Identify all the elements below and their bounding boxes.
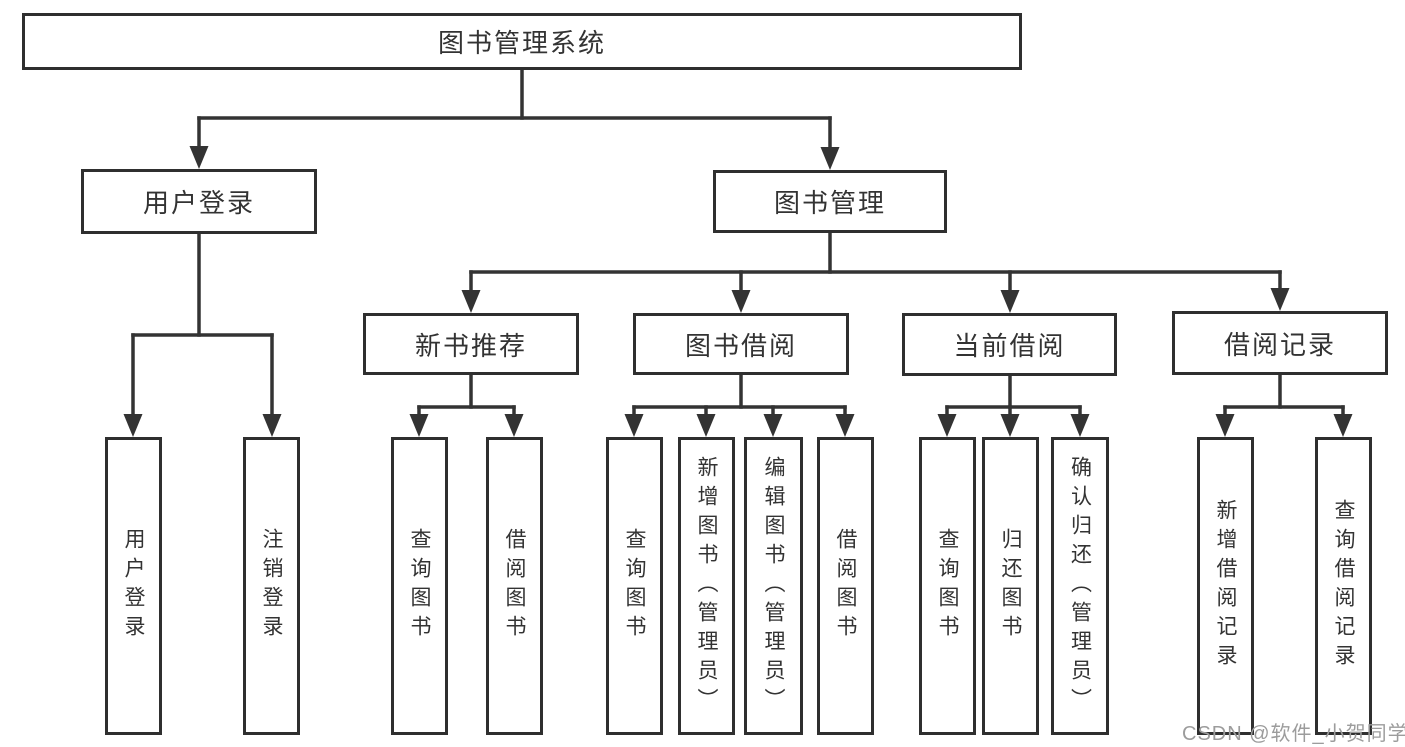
node-book-management: 图书管理 bbox=[713, 170, 947, 233]
leaf-query-borrow-record-label: 查询借阅记录 bbox=[1332, 499, 1355, 673]
node-book-borrow-label: 图书借阅 bbox=[684, 330, 797, 361]
node-user-login-label: 用户登录 bbox=[142, 188, 255, 218]
leaf-query-borrow-record: 查询借阅记录 bbox=[1315, 437, 1372, 735]
leaf-confirm-return-admin-label: 确认归还（管理员） bbox=[1068, 455, 1092, 717]
leaf-return-book: 归还图书 bbox=[982, 437, 1039, 735]
node-current-borrow: 当前借阅 bbox=[902, 313, 1117, 376]
node-current-borrow-label: 当前借阅 bbox=[953, 331, 1066, 361]
leaf-query-books-current-label: 查询图书 bbox=[936, 528, 959, 644]
leaf-add-borrow-record: 新增借阅记录 bbox=[1197, 437, 1254, 735]
node-book-management-label: 图书管理 bbox=[773, 188, 886, 218]
leaf-edit-book-admin: 编辑图书（管理员） bbox=[744, 437, 803, 735]
leaf-user-login: 用户登录 bbox=[105, 437, 162, 735]
leaf-return-book-label: 归还图书 bbox=[999, 528, 1022, 644]
leaf-add-book-admin: 新增图书（管理员） bbox=[678, 437, 735, 735]
leaf-borrow-book: 借阅图书 bbox=[817, 437, 874, 735]
leaf-query-books-current: 查询图书 bbox=[919, 437, 976, 735]
csdn-watermark: CSDN @软件_小贺同学 bbox=[1182, 723, 1405, 745]
node-root: 图书管理系统 bbox=[22, 13, 1022, 70]
leaf-borrow-book-label: 借阅图书 bbox=[834, 528, 857, 644]
leaf-add-book-admin-label: 新增图书（管理员） bbox=[695, 455, 718, 717]
leaf-add-borrow-record-label: 新增借阅记录 bbox=[1214, 499, 1237, 673]
leaf-query-books-borrow-label: 查询图书 bbox=[623, 528, 646, 644]
leaf-user-login-label: 用户登录 bbox=[122, 528, 145, 644]
leaf-query-books-borrow: 查询图书 bbox=[606, 437, 663, 735]
node-new-book-recommend: 新书推荐 bbox=[363, 313, 579, 375]
node-root-label: 图书管理系统 bbox=[437, 28, 606, 58]
leaf-borrow-books-recommend-label: 借阅图书 bbox=[503, 528, 526, 644]
node-user-login: 用户登录 bbox=[81, 169, 317, 234]
leaf-logout-label: 注销登录 bbox=[260, 528, 283, 644]
leaf-query-books-recommend-label: 查询图书 bbox=[408, 528, 431, 644]
leaf-query-books-recommend: 查询图书 bbox=[391, 437, 448, 735]
node-book-borrow: 图书借阅 bbox=[633, 313, 849, 375]
leaf-borrow-books-recommend: 借阅图书 bbox=[486, 437, 543, 735]
leaf-confirm-return-admin: 确认归还（管理员） bbox=[1051, 437, 1109, 735]
node-borrow-records-label: 借阅记录 bbox=[1223, 329, 1336, 360]
leaf-logout: 注销登录 bbox=[243, 437, 300, 735]
node-new-book-recommend-label: 新书推荐 bbox=[414, 330, 527, 361]
node-borrow-records: 借阅记录 bbox=[1172, 311, 1388, 375]
leaf-edit-book-admin-label: 编辑图书（管理员） bbox=[762, 455, 785, 717]
